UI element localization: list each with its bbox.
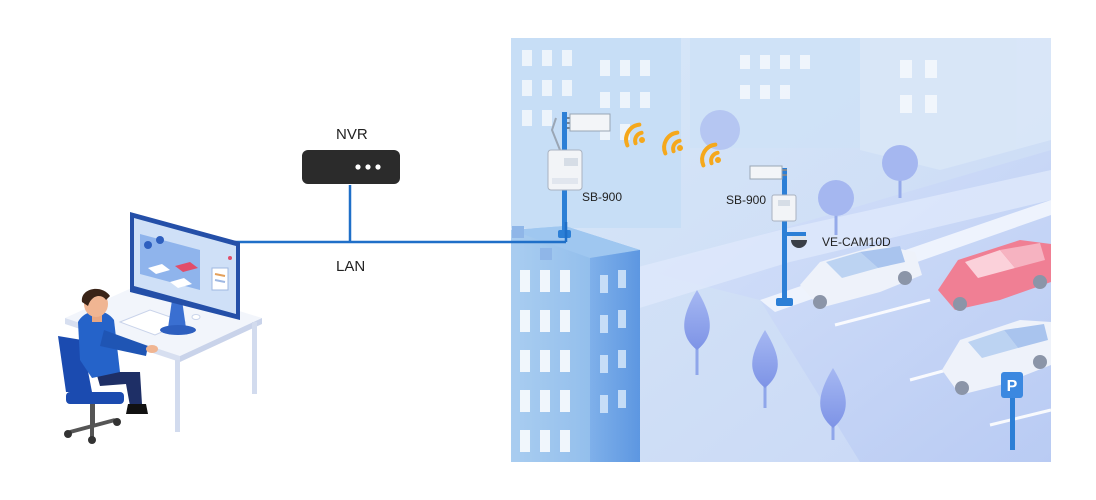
desktop-monitor-icon <box>130 212 240 320</box>
tree-icon <box>684 290 710 375</box>
background-buildings <box>511 38 1051 228</box>
car-icon <box>938 240 1051 311</box>
parking-sign-icon: P <box>1001 372 1023 450</box>
car-icon <box>800 245 922 309</box>
tree-icon <box>752 330 778 408</box>
lan-label: LAN <box>336 258 366 275</box>
sb900-label-b: SB-900 <box>726 193 767 207</box>
front-building <box>511 226 640 462</box>
car-icon <box>942 320 1051 395</box>
radio-bridge-icon <box>749 165 806 306</box>
sb900-label-a: SB-900 <box>582 190 623 204</box>
camera-label: VE-CAM10D <box>822 235 891 249</box>
lan-link <box>192 185 568 244</box>
parking-lot <box>640 150 1051 462</box>
tree-icon <box>882 145 918 198</box>
tree-icon <box>818 180 854 235</box>
dome-camera-icon <box>791 236 807 248</box>
city-scene: P <box>511 38 1052 462</box>
nvr-device-icon <box>302 150 400 184</box>
radio-bridge-icon <box>547 112 611 238</box>
wifi-signal-icon <box>624 122 721 168</box>
nvr-label: NVR <box>336 126 368 143</box>
svg-text:P: P <box>1007 378 1018 395</box>
tree-icon <box>700 110 740 150</box>
office-worker-icon <box>58 288 158 444</box>
tree-icon <box>820 368 846 440</box>
